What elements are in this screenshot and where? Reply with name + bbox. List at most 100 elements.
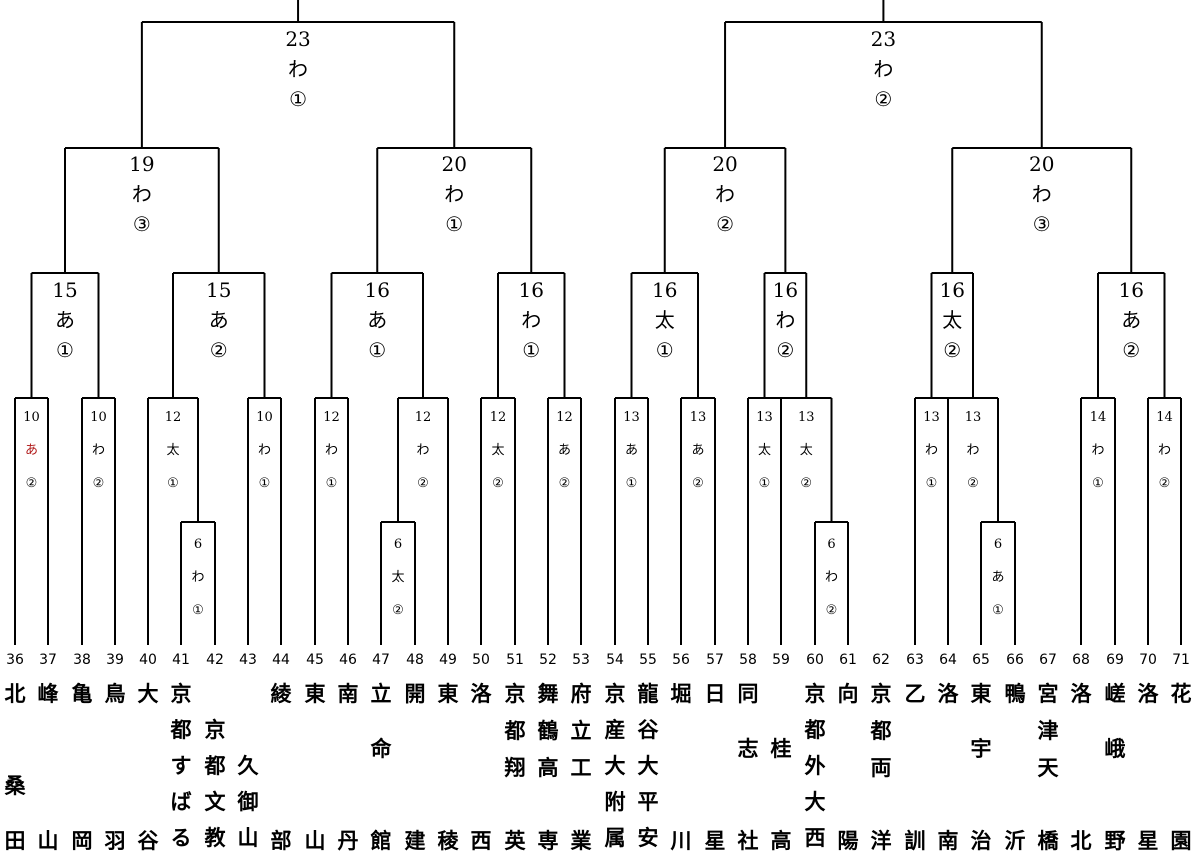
school-char: 大 [804,789,826,814]
match-court: 太 [799,443,813,458]
team-number: 63 [906,652,924,668]
school-char: 建 [404,828,426,854]
match-time: 10 [23,410,40,425]
school-char: 府 [570,681,592,706]
school-char: 向 [837,681,859,706]
school-char: す [170,753,192,778]
match-time: 16 [652,278,678,302]
school-char: 陽 [837,828,859,854]
team-number: 66 [1006,652,1024,668]
school-char: 産 [604,717,626,742]
match-time: 13 [689,410,707,425]
school-char: 外 [804,753,826,778]
team-number: 68 [1072,652,1090,668]
school-char: 開 [404,681,426,706]
school-char: 野 [1104,828,1126,854]
school-char: 東 [970,681,992,706]
school-char: ば [170,789,192,814]
school-char: 洛 [470,681,492,706]
school-char: 館 [370,828,392,854]
match-seq: ② [825,603,838,618]
match-seq: ② [943,338,962,362]
match-time: 20 [441,152,467,176]
match-time: 16 [518,278,544,302]
team-number: 53 [572,652,590,668]
school-char: 久 [237,753,259,778]
school-char: 羽 [104,828,126,854]
match-time: 13 [923,410,940,425]
school-char: 京 [170,681,192,706]
match-seq: ① [56,338,74,362]
team-number: 69 [1106,652,1124,668]
school-char: 附 [604,789,626,814]
match-court: わ [1157,443,1172,458]
school-char: 京 [204,717,226,742]
school-char: 洛 [1070,681,1092,706]
team-number: 61 [839,652,857,668]
match-court: あ [991,570,1005,585]
school-char: 大 [137,681,159,706]
match-seq: ① [655,338,674,362]
school-char: 天 [1037,754,1059,780]
team-number: 40 [139,652,157,668]
school-char: 東 [304,681,326,706]
match-seq: ① [625,476,638,491]
match-seq: ② [800,476,813,491]
school-char: 都 [504,717,526,743]
match-time: 13 [623,410,640,425]
school-char: 西 [804,825,826,850]
team-number: 49 [439,652,457,668]
school-char: 北 [1070,828,1092,854]
school-char: 御 [237,789,259,814]
team-number: 59 [772,652,790,668]
school-char: 命 [370,736,392,762]
team-number: 39 [106,652,124,668]
school-char: 橋 [1037,828,1059,854]
team-number: 71 [1172,652,1190,668]
school-char: 京 [504,681,526,706]
match-court: わ [257,443,272,458]
match-time: 6 [993,537,1003,552]
team-number: 36 [6,652,24,668]
team-number: 54 [606,652,624,668]
school-char: 龍 [637,681,659,706]
school-char: 舞 [537,681,559,706]
school-char: 日 [704,681,726,706]
school-char: 京 [804,681,826,706]
school-char: 岡 [71,828,93,854]
school-char: 治 [970,828,992,854]
match-seq: ② [25,476,38,491]
match-court: わ [1031,182,1052,206]
team-number: 44 [272,652,290,668]
school-char: 綾 [270,681,292,706]
team-number: 60 [806,652,824,668]
school-char: 山 [37,828,59,854]
school-char: 鳥 [104,681,126,706]
match-seq: ① [522,338,541,362]
match-time: 6 [827,537,836,552]
match-court: あ [1121,308,1142,332]
match-seq: ① [758,476,771,491]
match-court: あ [691,443,705,458]
school-char: 都 [170,717,192,742]
school-char: 嵯 [1104,681,1126,706]
match-court: わ [444,182,465,206]
school-char: 津 [1037,717,1059,743]
team-number: 42 [206,652,224,668]
team-number: 57 [706,652,724,668]
school-char: 南 [337,681,359,706]
